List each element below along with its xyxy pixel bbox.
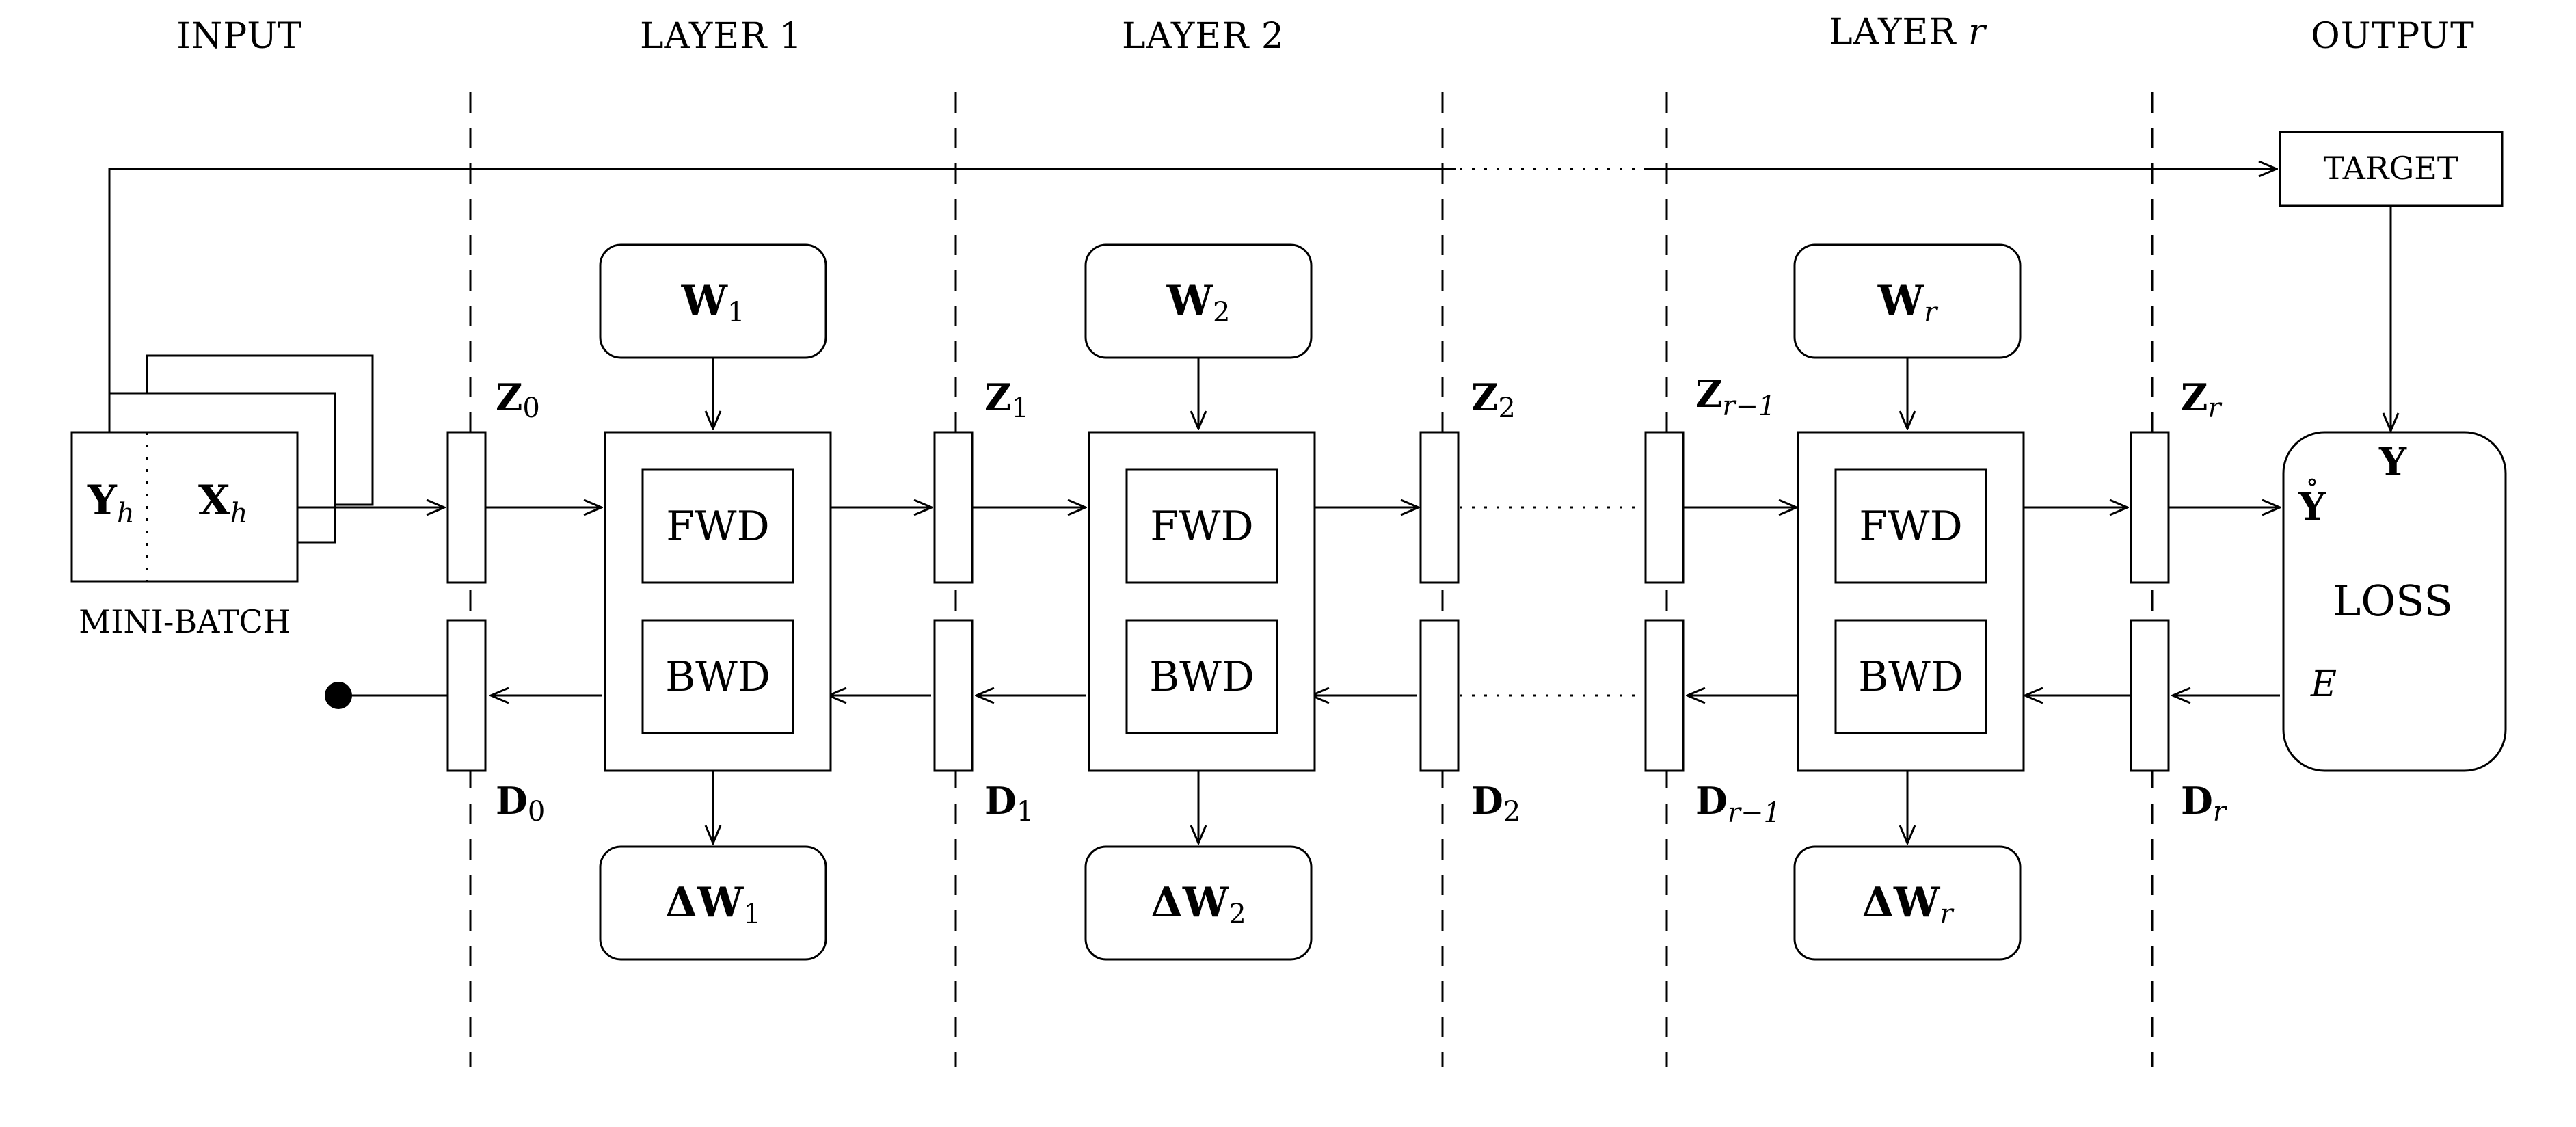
d0-label: D0 (496, 779, 545, 827)
layer-r-bwd-label: BWD (1858, 653, 1963, 701)
minibatch-front (70, 431, 299, 583)
dr1-label: Dr−1 (1695, 779, 1781, 829)
layer-2-bwd-label: BWD (1149, 653, 1255, 701)
zr1-buffer (1644, 431, 1685, 584)
layer-r-fwd-label: FWD (1859, 503, 1962, 551)
z2-label: Z2 (1471, 375, 1516, 424)
header-layer-2: LAYER 2 (1122, 16, 1285, 57)
layer-1-fwd-box (641, 468, 794, 584)
header-layer-r: LAYER r (1829, 12, 1987, 53)
zr-buffer (2130, 431, 2170, 584)
layer-2-bwd-box (1125, 619, 1278, 734)
loss-label: LOSS (2333, 576, 2453, 626)
loss-box (2282, 431, 2507, 772)
layer-1-bwd-box (641, 619, 794, 734)
d2-buffer (1419, 619, 1460, 772)
delta-2-label: ΔW2 (1151, 879, 1246, 930)
dr1-buffer (1644, 619, 1685, 772)
d0-buffer (446, 619, 487, 772)
z0-label: Z0 (496, 375, 540, 424)
layer-1-fwd-label: FWD (666, 503, 769, 551)
d1-buffer (933, 619, 974, 772)
delta-r-box (1793, 845, 2022, 961)
layer-1-bwd-label: BWD (665, 653, 770, 701)
weights-r-label: Wr (1877, 277, 1939, 328)
z1-buffer (933, 431, 974, 584)
layer-r-fwd-box (1834, 468, 1987, 584)
header-layer-1: LAYER 1 (640, 16, 803, 57)
layer-2-fwd-box (1125, 468, 1278, 584)
loss-yhat-label: Y (2298, 484, 2326, 529)
header-input: INPUT (176, 16, 302, 57)
layer-r-bwd-box (1834, 619, 1987, 734)
delta-r-label: ΔWr (1862, 879, 1955, 930)
weights-2-label: W2 (1166, 277, 1231, 328)
zr1-label: Zr−1 (1695, 372, 1776, 422)
dr-buffer (2130, 619, 2170, 772)
weights-1-label: W1 (681, 277, 745, 328)
header-output: OUTPUT (2311, 16, 2475, 57)
loss-yhat-ring: ˚ (2305, 478, 2319, 509)
minibatch-x-label: Xh (198, 477, 247, 529)
loss-error-label: E (2310, 664, 2337, 705)
z0-buffer (446, 431, 487, 584)
target-box (2279, 131, 2504, 207)
delta-1-box (599, 845, 827, 961)
loss-target-y-label: Y (2378, 440, 2407, 485)
zr-label: Zr (2181, 375, 2223, 424)
z2-buffer (1419, 431, 1460, 584)
d1-label: D1 (984, 779, 1034, 827)
delta-1-label: ΔW1 (665, 879, 760, 930)
target-wire-left (108, 168, 1456, 434)
minibatch-caption: MINI-BATCH (79, 603, 291, 640)
d2-label: D2 (1471, 779, 1520, 827)
target-label: TARGET (2323, 150, 2458, 187)
layer-2-fwd-label: FWD (1150, 503, 1253, 551)
delta-2-box (1084, 845, 1313, 961)
bwd-terminal-dot (325, 682, 352, 709)
z1-label: Z1 (984, 375, 1029, 424)
minibatch-y-label: Yh (87, 477, 135, 529)
dr-label: Dr (2181, 779, 2228, 827)
